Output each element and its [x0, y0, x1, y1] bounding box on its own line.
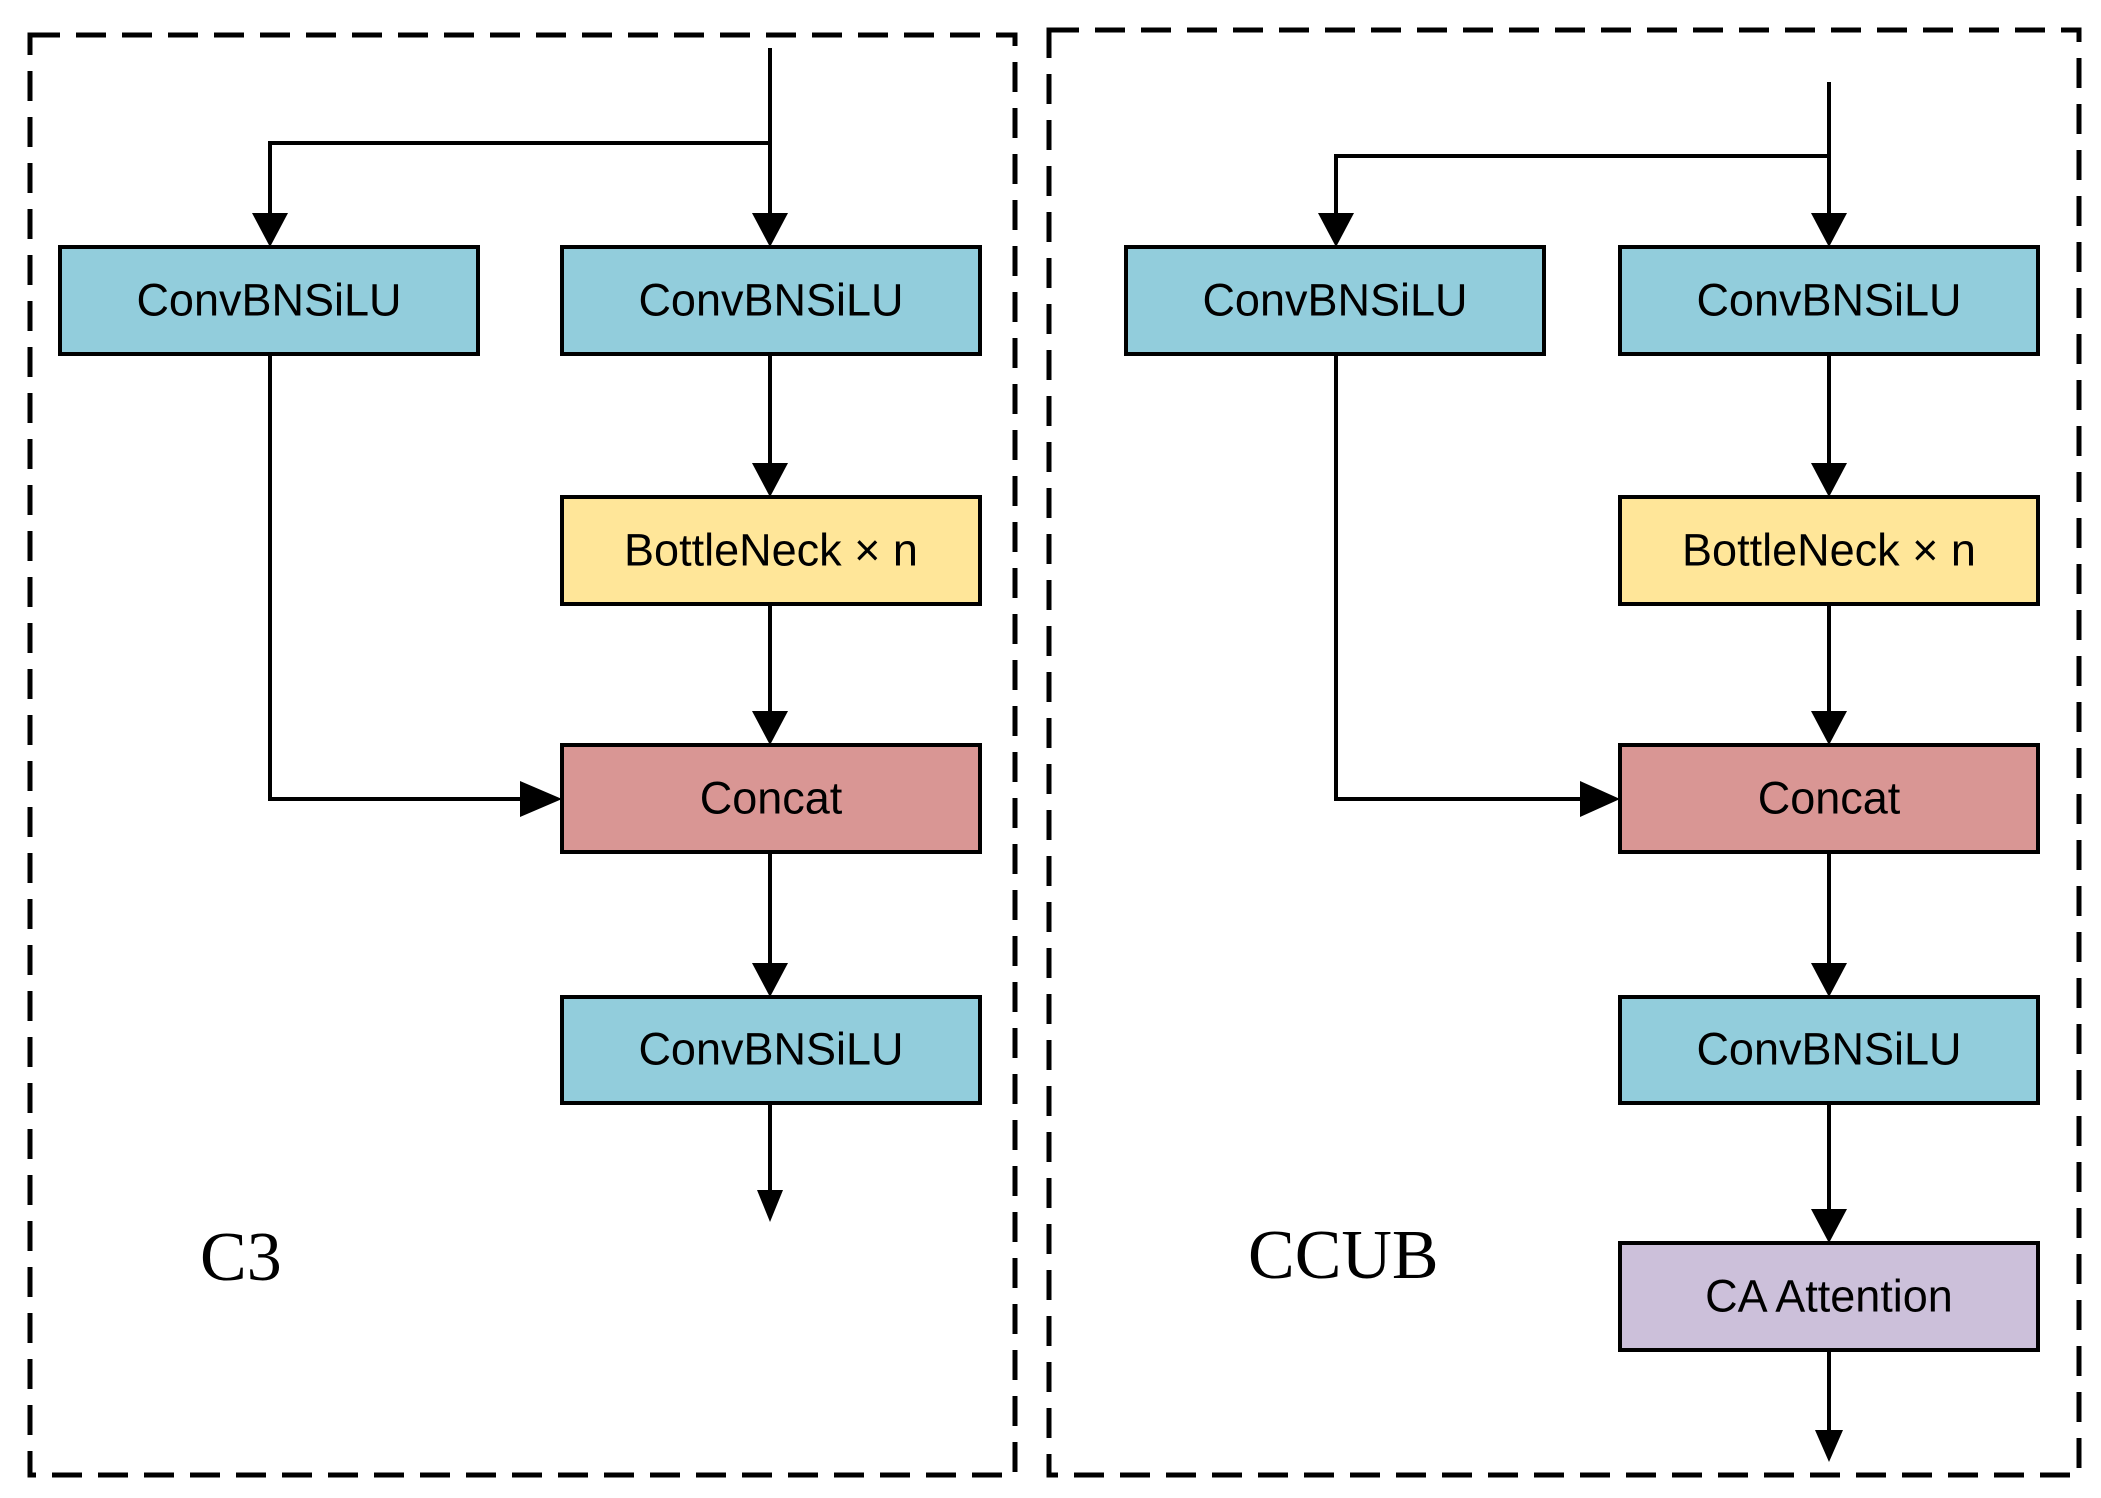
- block-label: ConvBNSiLU: [1696, 1024, 1961, 1075]
- panel-ccub-connectors: [1334, 82, 1831, 1432]
- arrowhead-right: [520, 781, 562, 817]
- panel-ccub-arrowheads: [1318, 213, 1847, 1462]
- block-label: ConvBNSiLU: [1202, 275, 1467, 326]
- block-concat: Concat: [1618, 743, 2040, 854]
- block-conv-right: ConvBNSiLU: [1618, 245, 2040, 356]
- panel-title: C3: [200, 1219, 282, 1296]
- block-label: BottleNeck × n: [1682, 525, 1976, 576]
- block-label: Concat: [1758, 773, 1901, 824]
- panel-title: CCUB: [1248, 1217, 1439, 1294]
- block-conv-right: ConvBNSiLU: [560, 245, 982, 356]
- arrowhead-down: [252, 213, 288, 247]
- arrowhead-down: [752, 963, 788, 997]
- panel-c3-frame: [27, 32, 1018, 1478]
- block-bottleneck: BottleNeck × n: [1618, 495, 2040, 606]
- split-wire: [268, 141, 770, 215]
- block-conv-output: ConvBNSiLU: [1618, 995, 2040, 1105]
- block-bottleneck: BottleNeck × n: [560, 495, 982, 606]
- block-label: ConvBNSiLU: [1696, 275, 1961, 326]
- block-conv-output: ConvBNSiLU: [560, 995, 982, 1105]
- arrowhead-down: [1811, 963, 1847, 997]
- split-wire: [1334, 154, 1829, 215]
- block-label: Concat: [700, 773, 843, 824]
- block-label: ConvBNSiLU: [638, 1024, 903, 1075]
- arrowhead-down: [1811, 213, 1847, 247]
- block-conv-left: ConvBNSiLU: [1124, 245, 1546, 356]
- block-ca-attention: CA Attention: [1618, 1241, 2040, 1352]
- arrowhead-down: [1811, 711, 1847, 745]
- arrowhead-down: [752, 213, 788, 247]
- panel-c3-connectors: [268, 48, 772, 1190]
- arrowhead-down: [1815, 1430, 1843, 1462]
- block-concat: Concat: [560, 743, 982, 854]
- block-label: ConvBNSiLU: [136, 275, 401, 326]
- arrowhead-down: [1811, 463, 1847, 497]
- arrowhead-right: [1580, 781, 1620, 817]
- block-label: ConvBNSiLU: [638, 275, 903, 326]
- block-label: CA Attention: [1705, 1271, 1953, 1322]
- block-conv-left: ConvBNSiLU: [58, 245, 480, 356]
- panel-ccub: ConvBNSiLU ConvBNSiLU BottleNeck × n Con…: [1046, 27, 2082, 1478]
- arrowhead-down: [752, 463, 788, 497]
- arrowhead-down: [1318, 213, 1354, 247]
- arrowhead-down: [757, 1190, 783, 1222]
- skip-wire: [268, 354, 525, 801]
- block-label: BottleNeck × n: [624, 525, 918, 576]
- arrowhead-down: [752, 711, 788, 745]
- panel-ccub-frame: [1046, 27, 2082, 1478]
- arrowhead-down: [1811, 1209, 1847, 1243]
- skip-wire: [1334, 354, 1585, 801]
- panel-c3: ConvBNSiLU ConvBNSiLU BottleNeck × n Con…: [27, 32, 1018, 1478]
- panel-c3-arrowheads: [252, 213, 788, 1222]
